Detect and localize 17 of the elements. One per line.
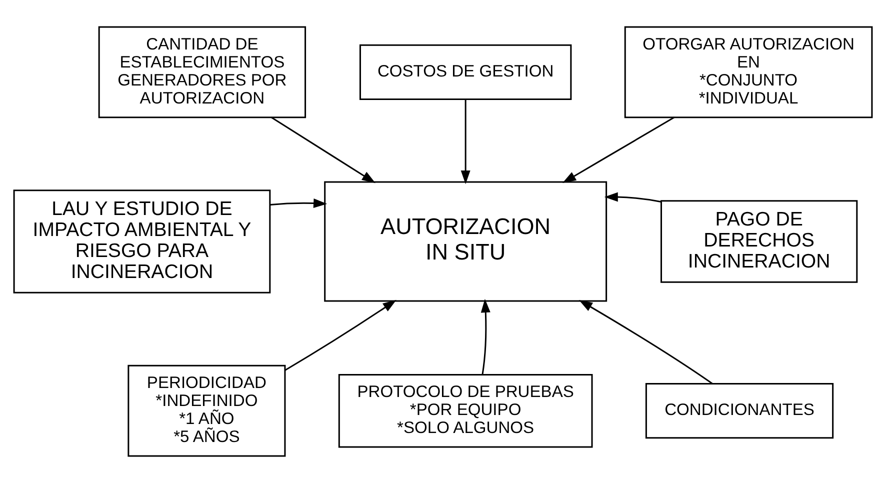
node-box: LAU Y ESTUDIO DE IMPACTO AMBIENTAL Y RIESGO PARA INCINERACION: [13, 190, 271, 294]
arrow: [270, 198, 328, 208]
arrow: [460, 100, 470, 184]
node-box: PAGO DE DERECHOS INCINERACION: [660, 200, 858, 283]
arrow: [284, 300, 396, 371]
arrow: [270, 116, 376, 184]
node-box: PERIODICIDAD *INDEFINIDO *1 AÑO *5 AÑOS: [128, 364, 286, 457]
node-box: COSTOS DE GESTION: [359, 44, 572, 100]
arrow: [578, 300, 713, 384]
arrow: [562, 116, 675, 184]
arrow: [604, 192, 661, 203]
node-box: PROTOCOLO DE PRUEBAS *POR EQUIPO *SOLO ALGUNOS: [338, 374, 593, 448]
arrow: [480, 298, 490, 375]
node-box: AUTORIZACION IN SITU: [324, 181, 608, 302]
node-box: OTORGAR AUTORIZACION EN *CONJUNTO *INDIVIDUAL: [624, 26, 873, 118]
node-box: CONDICIONANTES: [645, 382, 834, 439]
node-box: CANTIDAD DE ESTABLECIMIENTOS GENERADORES POR AUTORIZACION: [98, 26, 306, 118]
